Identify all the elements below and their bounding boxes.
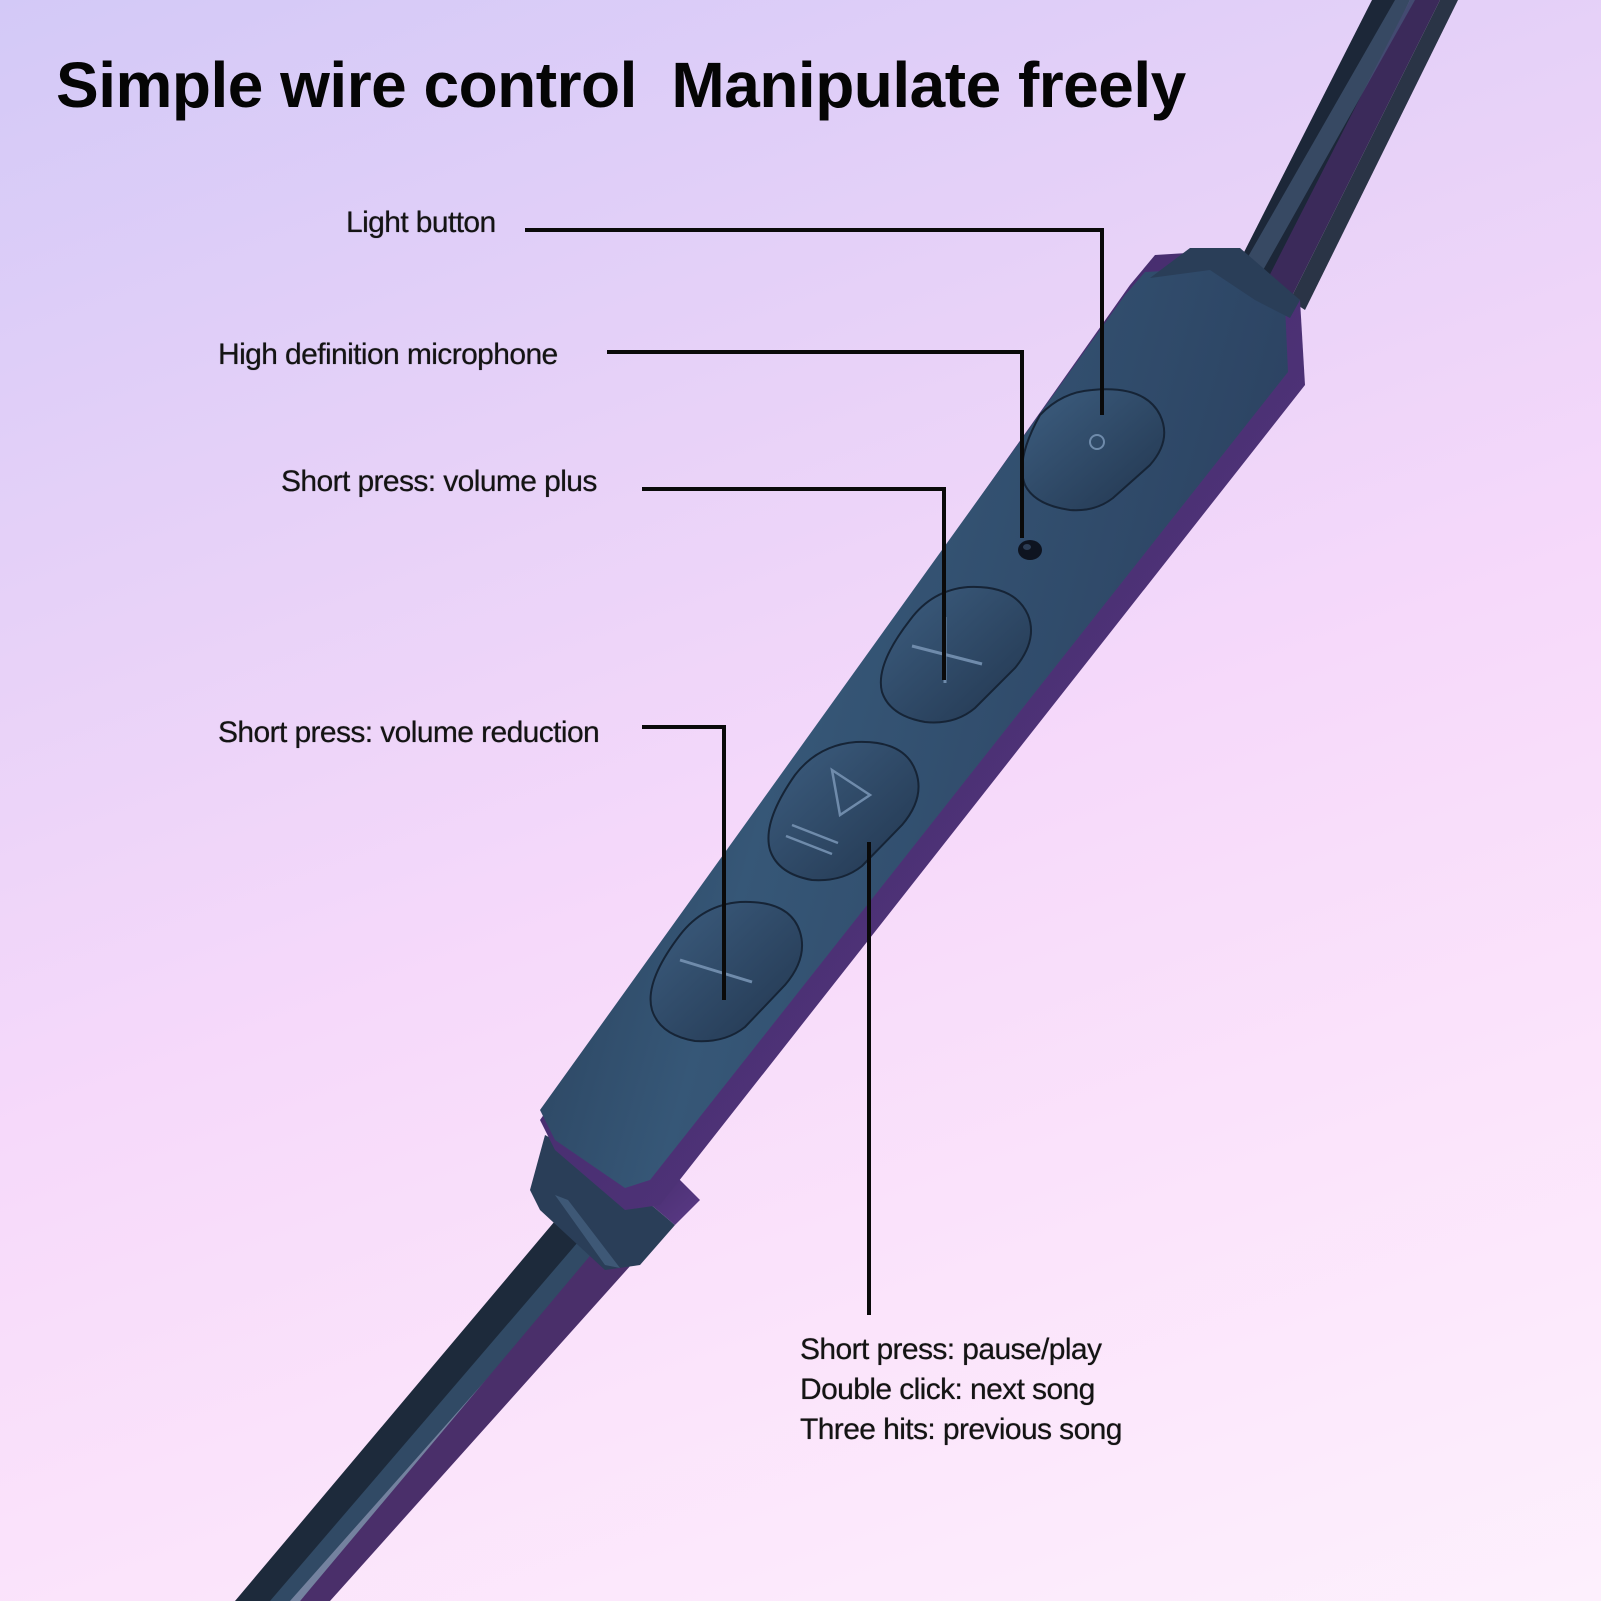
leader-volume-reduction — [642, 725, 726, 1000]
leader-light-button — [525, 228, 1104, 415]
upper-collar — [1150, 248, 1300, 318]
play-pause-icon — [785, 767, 873, 856]
page-title: Simple wire control Manipulate freely — [56, 49, 1186, 121]
light-button[interactable] — [1021, 388, 1166, 512]
callout-play-pause-line: Double click: next song — [800, 1373, 1095, 1406]
leader-lines — [525, 228, 1104, 1315]
lower-cable — [235, 1215, 640, 1601]
callout-play-pause: Short press: pause/play Double click: ne… — [800, 1330, 1122, 1450]
callout-light-button: Light button — [346, 206, 496, 239]
play-pause-button[interactable] — [767, 740, 920, 882]
microphone-hole — [1018, 540, 1042, 560]
volume-reduction-button[interactable] — [649, 900, 804, 1043]
minus-icon — [679, 958, 753, 984]
leader-microphone — [607, 350, 1024, 538]
callout-play-pause-line: Short press: pause/play — [800, 1333, 1102, 1366]
callout-microphone: High definition microphone — [218, 338, 558, 371]
callout-volume-plus: Short press: volume plus — [281, 465, 597, 498]
callout-volume-reduction: Short press: volume reduction — [218, 716, 600, 749]
upper-cables — [1235, 0, 1458, 310]
leader-volume-plus — [642, 487, 946, 680]
callout-play-pause-line: Three hits: previous song — [800, 1413, 1122, 1446]
light-icon — [1089, 434, 1105, 450]
